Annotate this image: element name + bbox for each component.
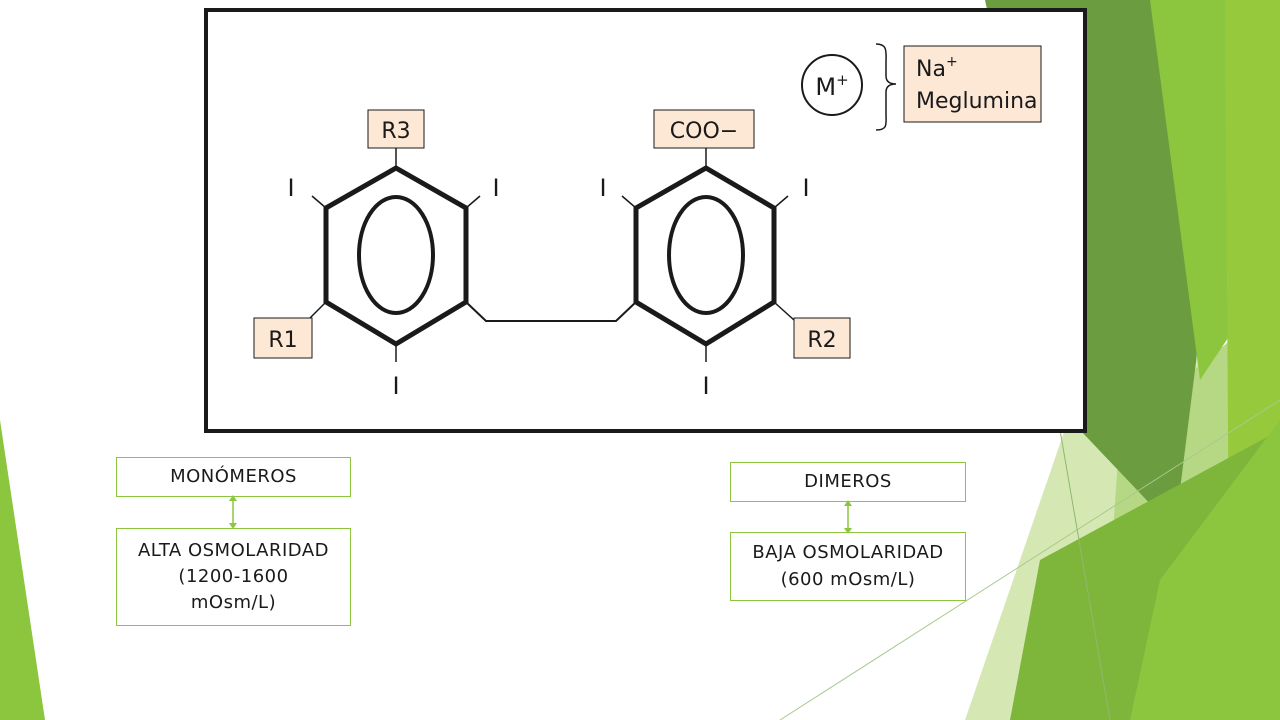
substituent-coo: COO−: [653, 109, 755, 149]
substituent-r3: R3: [367, 109, 425, 149]
substituent-r1-label: R1: [268, 328, 297, 353]
benzene-ring-right: [633, 165, 777, 347]
alta-osmolaridad-line3: mOsm/L): [190, 592, 277, 614]
bg-shape-bottom-2: [1130, 420, 1280, 720]
ring-bridge: [465, 301, 637, 322]
substituent-r3-label: R3: [381, 119, 410, 144]
monomeros-box: MONÓMEROS: [116, 457, 351, 497]
counterion-circle: M+: [801, 54, 863, 116]
double-arrow-icon: [229, 495, 237, 529]
iodine-label: I: [702, 372, 709, 400]
iodine-label: I: [802, 174, 809, 202]
bg-shape-left: [0, 420, 45, 720]
dimeros-box: DIMEROS: [730, 462, 966, 502]
iodine-labels: I I I I I I: [287, 174, 809, 400]
chemical-structure: R3 COO− R1 R2 I I I I I I: [253, 43, 1042, 400]
counterion-charge: +: [836, 71, 849, 89]
baja-osmolaridad-box: BAJA OSMOLARIDAD (600 mOsm/L): [730, 532, 966, 601]
counterion-option-meglumina: Meglumina: [916, 89, 1038, 114]
substituent-r1: R1: [253, 317, 313, 359]
double-arrow-icon: [844, 500, 852, 534]
counterion-option-sodium: Na: [916, 57, 946, 82]
counterion-options: Na+ Meglumina: [903, 45, 1042, 123]
alta-osmolaridad-box: ALTA OSMOLARIDAD (1200-1600 mOsm/L): [116, 528, 351, 626]
iodine-label: I: [599, 174, 606, 202]
svg-text:Na+: Na+: [916, 54, 958, 82]
iodine-label: I: [492, 174, 499, 202]
dimeros-label: DIMEROS: [804, 470, 892, 492]
iodine-label: I: [287, 174, 294, 202]
iodine-label: I: [392, 372, 399, 400]
chemical-structure-frame: R3 COO− R1 R2 I I I I I I: [204, 8, 1087, 433]
bg-thin-line-2: [1059, 429, 1111, 720]
baja-osmolaridad-line2: (600 mOsm/L): [780, 568, 916, 590]
substituent-coo-label: COO−: [670, 119, 738, 144]
brace-icon: [875, 43, 897, 131]
bg-thin-line-1: [779, 399, 1280, 720]
substituent-r2-label: R2: [807, 328, 836, 353]
substituent-r2: R2: [793, 317, 851, 359]
benzene-ring-left: [323, 165, 469, 347]
counterion-option-sodium-charge: +: [946, 54, 958, 70]
monomeros-label: MONÓMEROS: [170, 465, 297, 487]
substituent-bonds: [307, 148, 795, 362]
baja-osmolaridad-line1: BAJA OSMOLARIDAD: [752, 542, 944, 564]
alta-osmolaridad-line2: (1200-1600: [178, 565, 289, 587]
counterion-symbol: M: [815, 73, 836, 101]
svg-text:M+: M+: [815, 71, 848, 101]
alta-osmolaridad-line1: ALTA OSMOLARIDAD: [137, 539, 330, 561]
